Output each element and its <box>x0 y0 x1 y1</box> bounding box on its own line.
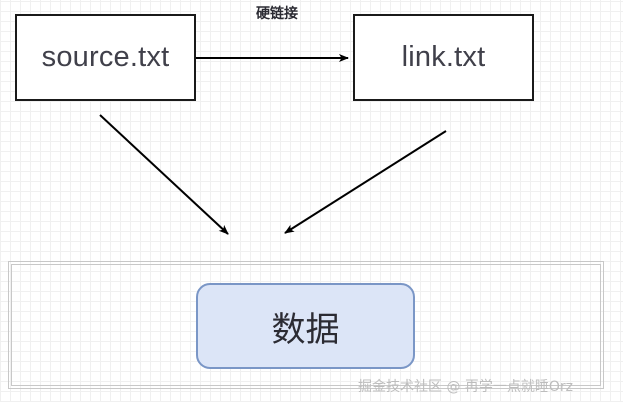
data-block-container <box>8 261 604 389</box>
node-link-txt-label: link.txt <box>401 41 486 73</box>
edge-link-to-data <box>284 130 447 234</box>
edge-source-to-data <box>99 114 229 235</box>
edge-label-hardlink: 硬链接 <box>256 6 298 22</box>
node-data[interactable]: 数据 <box>196 283 415 369</box>
node-source-txt-label: source.txt <box>41 41 170 73</box>
node-data-label: 数据 <box>271 309 340 350</box>
node-source-txt[interactable]: source.txt <box>15 14 196 101</box>
node-link-txt[interactable]: link.txt <box>353 14 534 101</box>
watermark-text: 掘金技术社区 @ 再学一点就睡Orz <box>358 379 574 395</box>
